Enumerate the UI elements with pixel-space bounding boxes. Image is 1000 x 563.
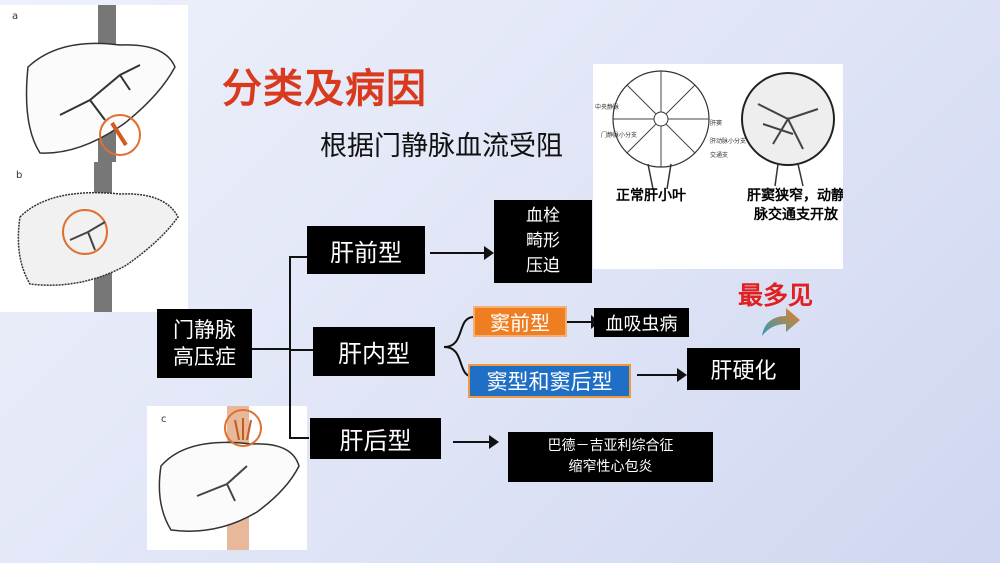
connector-prehepatic <box>289 256 309 258</box>
prehepatic-box: 肝前型 <box>307 226 425 274</box>
connector-trunk <box>289 256 291 437</box>
arrow-sinusoidal <box>637 368 687 382</box>
sinusoidal-cause-box: 肝硬化 <box>687 348 800 390</box>
liver-illustration <box>25 5 176 181</box>
arrow-prehepatic <box>430 246 494 260</box>
lobule-small-label-shunt: 交通支 <box>710 152 729 159</box>
liver-illustration <box>17 162 179 312</box>
brace-intrahepatic <box>443 316 475 378</box>
connector-posthepatic <box>289 437 309 439</box>
lobule-small-label-artery-branch: 肝动脉小分支 <box>710 138 747 145</box>
lobule-figure: 中央静脉 肝窦 门静脉小分支 肝动脉小分支 交通支 正常肝小叶 肝窦狭窄，动静 … <box>593 64 843 269</box>
arrow-posthepatic <box>453 435 499 449</box>
lobule-illustration <box>612 70 835 190</box>
lobule-small-label-central-vein: 中央静脉 <box>595 104 620 111</box>
root-box: 门静脉 高压症 <box>157 309 252 378</box>
liver-figure-a: a <box>0 5 188 181</box>
posthepatic-cause-box: 巴德－吉亚利综合征 缩窄性心包炎 <box>508 432 713 482</box>
lobule-small-label-sinusoid: 肝窦 <box>710 120 723 127</box>
liver-figure-b: b <box>0 162 188 312</box>
slide-title: 分类及病因 <box>222 65 427 112</box>
turn-arrow-icon <box>762 308 800 336</box>
figure-label-c: c <box>161 414 167 425</box>
presinusoidal-box: 窦前型 <box>473 306 567 337</box>
slide-subtitle: 根据门静脉血流受阻 <box>320 131 563 162</box>
connector-root <box>251 348 291 350</box>
figure-label-b: b <box>16 170 23 181</box>
connector-intrahepatic <box>289 349 313 351</box>
presinusoidal-cause-box: 血吸虫病 <box>594 308 689 337</box>
lobule-small-label-portal-branch: 门静脉小分支 <box>601 132 638 139</box>
figure-label-a: a <box>12 11 19 22</box>
lobule-normal-label: 正常肝小叶 <box>616 188 686 204</box>
liver-illustration <box>158 406 300 550</box>
intrahepatic-box: 肝内型 <box>313 327 435 376</box>
lobule-narrow-label: 肝窦狭窄，动静 脉交通支开放 <box>747 188 843 223</box>
posthepatic-box: 肝后型 <box>310 418 441 459</box>
liver-figure-c: c <box>147 406 307 550</box>
most-common-label: 最多见 <box>738 281 814 310</box>
sinusoidal-box: 窦型和窦后型 <box>468 364 631 398</box>
prehepatic-causes-box: 血栓 畸形 压迫 <box>494 200 592 283</box>
